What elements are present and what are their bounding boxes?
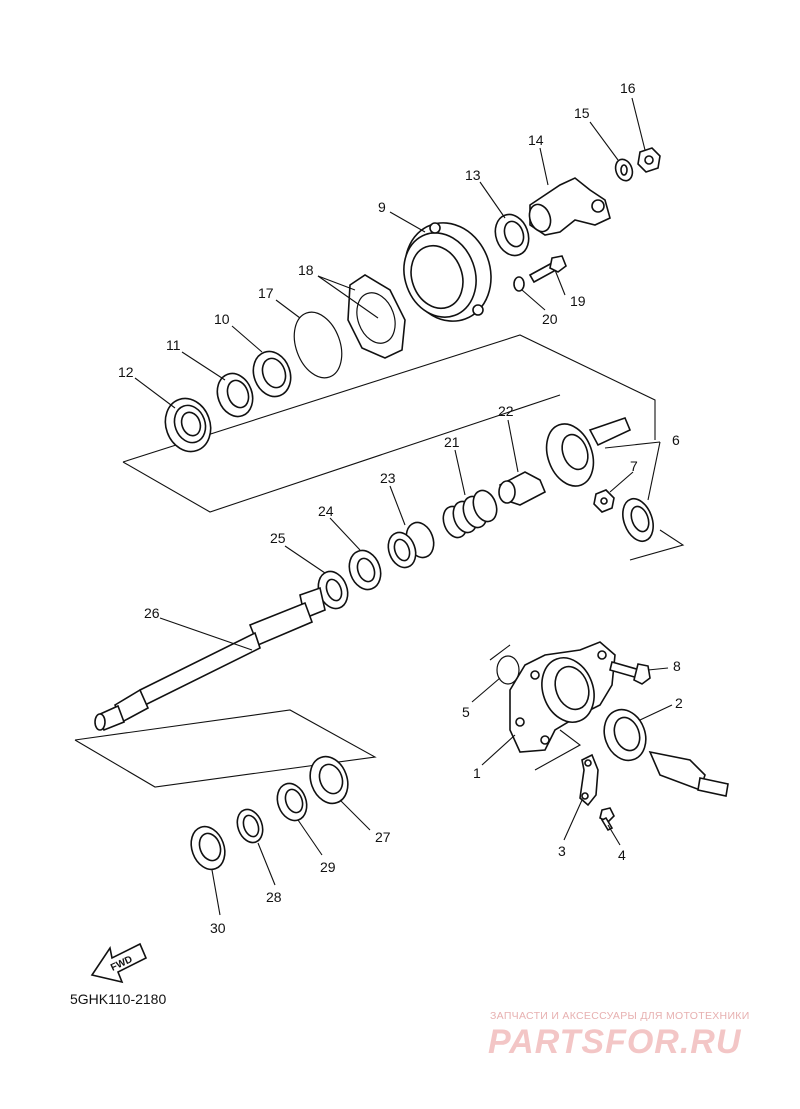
upper-group-box-lower bbox=[122, 394, 561, 513]
callout-22: 22 bbox=[498, 403, 514, 419]
part-17-o-ring bbox=[293, 311, 343, 379]
callout-5: 5 bbox=[462, 704, 470, 720]
part-14-yoke bbox=[528, 177, 611, 236]
part-7-nut bbox=[593, 489, 615, 513]
upper-group-box bbox=[122, 334, 656, 463]
part-22-coupling bbox=[498, 471, 547, 506]
callout-12: 12 bbox=[118, 364, 134, 380]
callout-3: 3 bbox=[558, 843, 566, 859]
diagram-code: 5GHK110-2180 bbox=[70, 991, 167, 1007]
watermark-brand: PARTSFOR.RU bbox=[488, 1023, 742, 1061]
shaft-group-box bbox=[629, 529, 685, 561]
callout-23: 23 bbox=[380, 470, 396, 486]
part-8-bolt bbox=[609, 661, 651, 685]
part-28-collar bbox=[236, 808, 264, 844]
callout-17: 17 bbox=[258, 285, 274, 301]
callout-10: 10 bbox=[214, 311, 230, 327]
part-30-seal bbox=[190, 825, 226, 871]
callout-30: 30 bbox=[210, 920, 226, 936]
part-12-bearing bbox=[164, 397, 212, 453]
callout-14: 14 bbox=[528, 132, 544, 148]
callout-26: 26 bbox=[144, 605, 160, 621]
leader-lines bbox=[134, 97, 673, 916]
part-25-bearing bbox=[317, 570, 349, 610]
callout-20: 20 bbox=[542, 311, 558, 327]
part-23-collar bbox=[387, 521, 435, 569]
fwd-arrow: FWD bbox=[90, 942, 148, 984]
callout-6: 6 bbox=[672, 432, 680, 448]
part-24-bearing bbox=[348, 549, 382, 591]
callout-7: 7 bbox=[630, 458, 638, 474]
watermark-tagline: ЗАПЧАСТИ И АКСЕССУАРЫ ДЛЯ МОТОТЕХНИКИ bbox=[490, 1010, 750, 1022]
callout-4: 4 bbox=[618, 847, 626, 863]
callout-15: 15 bbox=[574, 105, 590, 121]
callout-18: 18 bbox=[298, 262, 314, 278]
part-9-housing bbox=[403, 222, 492, 322]
callout-27: 27 bbox=[375, 829, 391, 845]
callout-19: 19 bbox=[570, 293, 586, 309]
part-11-nut bbox=[216, 372, 254, 418]
callout-25: 25 bbox=[270, 530, 286, 546]
part-16-nut bbox=[637, 147, 661, 173]
part-2-bearing bbox=[603, 708, 647, 762]
callout-2: 2 bbox=[675, 695, 683, 711]
part-4-screw bbox=[599, 807, 615, 832]
callout-28: 28 bbox=[266, 889, 282, 905]
callout-21: 21 bbox=[444, 434, 460, 450]
part-21-spring bbox=[442, 489, 498, 539]
part-3-plate bbox=[579, 753, 599, 807]
callout-1: 1 bbox=[473, 765, 481, 781]
callout-11: 11 bbox=[166, 337, 181, 353]
callout-29: 29 bbox=[320, 859, 336, 875]
callout-8: 8 bbox=[673, 658, 681, 674]
callout-13: 13 bbox=[465, 167, 481, 183]
part-6-pinion-gear bbox=[545, 417, 654, 543]
lower-group-box bbox=[74, 709, 377, 788]
part-1-housing-cover bbox=[509, 641, 616, 753]
housing-group-box bbox=[489, 644, 511, 661]
callout-labels: 1 2 3 4 5 6 7 8 9 10 11 12 13 14 15 16 1… bbox=[118, 80, 683, 936]
part-29-nut bbox=[276, 782, 308, 822]
part-13-seal bbox=[494, 213, 530, 257]
callout-16: 16 bbox=[620, 80, 636, 96]
part-26-shaft bbox=[94, 586, 326, 732]
plate-group-box bbox=[534, 729, 582, 771]
output-shaft bbox=[648, 750, 729, 797]
part-27-seal bbox=[309, 755, 349, 805]
part-19-bolt bbox=[528, 255, 567, 284]
part-15-washer bbox=[614, 158, 634, 182]
part-10-bearing bbox=[252, 350, 292, 398]
callout-9: 9 bbox=[378, 199, 386, 215]
callout-24: 24 bbox=[318, 503, 334, 519]
part-20-washer bbox=[513, 276, 525, 292]
part-5-o-ring bbox=[496, 655, 520, 685]
